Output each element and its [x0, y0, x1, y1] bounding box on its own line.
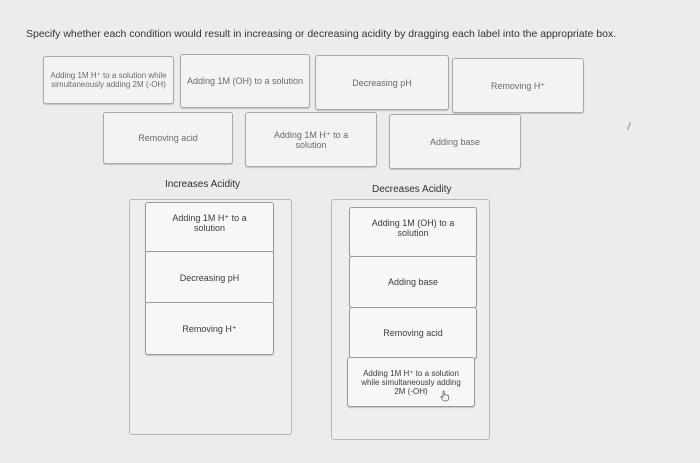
decreases-item-add-oh[interactable]: Adding 1M (OH) to a solution	[349, 207, 477, 257]
bank-label-add-oh[interactable]: Adding 1M (OH) to a solution	[180, 54, 310, 108]
bank-label-add-h-and-oh[interactable]: Adding 1M H⁺ to a solution while simulta…	[43, 56, 174, 104]
instructions: Specify whether each condition would res…	[26, 28, 617, 40]
bank-label-decreasing-ph[interactable]: Decreasing pH	[315, 55, 449, 110]
bank-label-removing-h[interactable]: Removing H⁺	[452, 58, 584, 113]
bank-label-add-h[interactable]: Adding 1M H⁺ to a solution	[245, 112, 377, 167]
increases-item-add-h[interactable]: Adding 1M H⁺ to a solution	[145, 202, 274, 254]
bank-label-adding-base[interactable]: Adding base	[389, 114, 521, 169]
decreases-acidity-heading: Decreases Acidity	[372, 184, 452, 195]
stray-mark	[626, 121, 632, 131]
bank-label-removing-acid[interactable]: Removing acid	[103, 112, 233, 164]
increases-item-removing-h[interactable]: Removing H⁺	[145, 302, 274, 355]
decreases-item-removing-acid[interactable]: Removing acid	[349, 307, 477, 359]
hand-pointer-icon	[440, 390, 449, 402]
increases-acidity-heading: Increases Acidity	[165, 179, 241, 190]
decreases-item-add-h-and-oh[interactable]: Adding 1M H⁺ to a solution while simulta…	[347, 357, 475, 407]
decreases-item-adding-base[interactable]: Adding base	[349, 256, 477, 308]
increases-item-decreasing-ph[interactable]: Decreasing pH	[145, 251, 274, 305]
